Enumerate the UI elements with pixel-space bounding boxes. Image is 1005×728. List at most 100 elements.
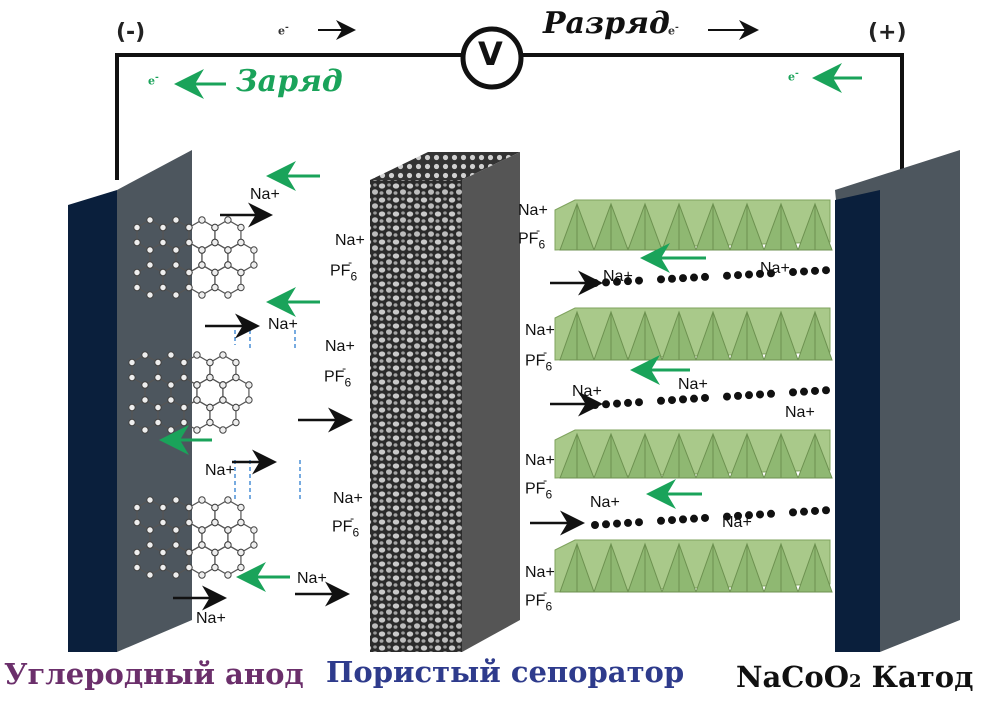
carbon-atom [185, 283, 193, 292]
carbon-atom [245, 381, 253, 389]
sodium-atom [635, 276, 643, 285]
sodium-atom [602, 400, 610, 409]
sodium-atom [635, 518, 643, 527]
carbon-atom [167, 396, 175, 404]
sodium-atom [723, 512, 731, 521]
carbon-ring [209, 399, 237, 431]
carbon-atom [133, 503, 141, 512]
carbon-atom [237, 268, 245, 277]
electron-label-charge-left: e- [148, 72, 159, 88]
carbon-atom [219, 351, 227, 359]
carbon-atom [133, 223, 141, 232]
carbon-ring [214, 544, 242, 576]
carbon-atom [167, 351, 175, 359]
sodium-atom [756, 390, 764, 399]
carbon-ring [201, 521, 229, 554]
carbon-ring [188, 264, 216, 296]
carbon-atom [198, 246, 206, 254]
carbon-atom [198, 526, 206, 534]
sodium-atom [767, 389, 775, 398]
carbon-atom [141, 426, 149, 434]
na-ion-label: Na+ [603, 268, 633, 285]
carbon-atom [154, 418, 162, 427]
positive-terminal-label: (+) [868, 20, 907, 45]
carbon-atom [180, 358, 188, 367]
na-ion-label: Na+ [250, 186, 280, 203]
na-ion-label: Na+ [525, 564, 555, 581]
sodium-atom [800, 267, 808, 276]
sodium-atom [822, 506, 830, 515]
na-ion-label: Na+ [525, 452, 555, 469]
carbon-atom [172, 261, 180, 269]
voltmeter [460, 26, 524, 90]
carbon-atom [180, 373, 188, 382]
carbon-atom [250, 261, 258, 269]
na-ion-label: Na+ [572, 383, 602, 400]
voltmeter-symbol: V [478, 35, 503, 73]
sodium-atom [679, 515, 687, 524]
na-ion-label: Na+ [518, 202, 548, 219]
carbon-atom [141, 351, 149, 359]
carbon-atom [224, 571, 232, 579]
carbon-atom [198, 496, 206, 504]
na-ion-label: Na+ [760, 260, 790, 277]
cathode-caption: NaCoO2 Катод [736, 660, 974, 694]
carbon-atom [211, 563, 219, 572]
separator-caption: Пористый сепоратор [326, 655, 685, 689]
sodium-atom [591, 521, 599, 529]
carbon-atom [224, 246, 232, 254]
sodium-atom [822, 266, 830, 275]
sodium-atom [734, 271, 742, 280]
na-ion-label: Na+ [325, 338, 355, 355]
carbon-atom [146, 526, 154, 534]
sodium-atom [723, 271, 731, 280]
sodium-atom [789, 388, 797, 397]
sodium-atom [690, 514, 698, 523]
cathode-electrode [835, 150, 960, 652]
carbon-atom [250, 246, 258, 254]
carbon-atom [146, 541, 154, 549]
sodium-atom [624, 277, 632, 286]
carbon-atom [154, 403, 162, 412]
carbon-ring [214, 264, 242, 296]
sodium-atom [756, 269, 764, 278]
carbon-atom [185, 548, 193, 557]
porous-separator [370, 152, 520, 652]
electron-label-discharge-right: e- [668, 22, 679, 38]
carbon-atom [211, 223, 219, 232]
sodium-atom [613, 277, 621, 286]
carbon-atom [180, 418, 188, 427]
na-ion-label: Na+ [196, 610, 226, 627]
carbon-atom [232, 358, 240, 367]
na-ion-label: Na+ [525, 322, 555, 339]
carbon-atom [206, 358, 214, 367]
na-ion-label: Na+ [297, 570, 327, 587]
sodium-atom [767, 509, 775, 518]
carbon-atom [185, 518, 193, 527]
carbon-atom [198, 291, 206, 299]
na-ion-label: Na+ [333, 490, 363, 507]
sodium-atom [789, 508, 797, 517]
carbon-ring [201, 241, 229, 274]
pf6-ion-label: PF6- [332, 511, 360, 540]
carbon-atom [211, 268, 219, 277]
pf6-ion-label: PF6- [518, 223, 546, 252]
carbon-atom [133, 518, 141, 527]
sodium-atom [701, 513, 709, 522]
sodium-atom [734, 511, 742, 520]
sodium-atom [635, 398, 643, 407]
carbon-atom [128, 418, 136, 427]
sodium-atom [734, 391, 742, 400]
ion-flow-arrows [159, 20, 862, 611]
carbon-atom [146, 261, 154, 269]
carbon-atom [193, 396, 201, 404]
na-ion-label: Na+ [335, 232, 365, 249]
carbon-ring [227, 521, 255, 554]
carbon-atom [250, 541, 258, 549]
carbon-atom [128, 373, 136, 382]
sodium-atom [811, 266, 819, 275]
carbon-atom [172, 541, 180, 549]
sodium-atom [701, 393, 709, 402]
carbon-atom [224, 526, 232, 534]
carbon-atom [206, 418, 214, 427]
